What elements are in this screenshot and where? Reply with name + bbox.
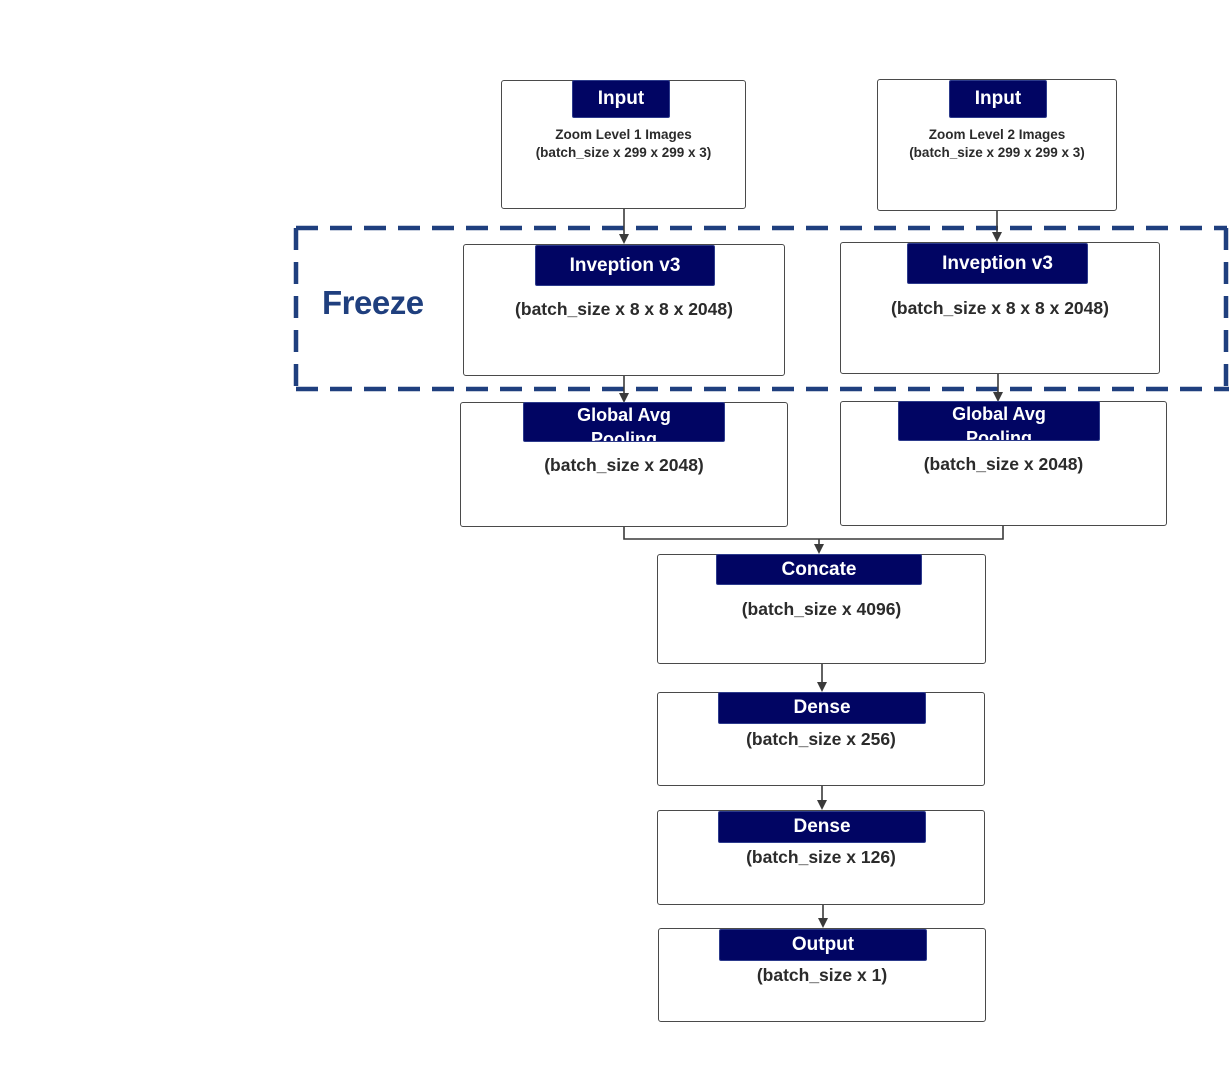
inception-node-header: Inveption v3 (535, 245, 715, 286)
dense-node-126: Dense (batch_size x 126) (657, 810, 985, 905)
pooling-node-header: Global Avg Pooling (523, 402, 725, 442)
output-node: Output (batch_size x 1) (658, 928, 986, 1022)
input-node-description: Zoom Level 2 Images (928, 127, 1066, 142)
output-node-shape: (batch_size x 1) (756, 965, 888, 985)
inception-node-shape: (batch_size x 8 x 8 x 2048) (515, 299, 733, 319)
wire-gap1-to-concat (623, 525, 1004, 540)
input-node-shape: (batch_size x 299 x 299 x 3) (909, 145, 1085, 160)
output-node-header: Output (719, 929, 927, 961)
dense-node-header: Dense (718, 692, 926, 724)
inception-node-1: Inveption v3 (batch_size x 8 x 8 x 2048) (463, 244, 785, 376)
input-node-description: Zoom Level 1 Images (555, 127, 692, 142)
global-avg-pooling-node-1: Global Avg Pooling (batch_size x 2048) (460, 402, 788, 527)
inception-node-2: Inveption v3 (batch_size x 8 x 8 x 2048) (840, 242, 1160, 374)
global-avg-pooling-node-2: Global Avg Pooling (batch_size x 2048) (840, 401, 1167, 526)
dense-node-shape: (batch_size x 256) (746, 729, 896, 749)
inception-node-shape: (batch_size x 8 x 8 x 2048) (891, 298, 1109, 318)
pooling-node-shape: (batch_size x 2048) (923, 454, 1084, 474)
concate-node: Concate (batch_size x 4096) (657, 554, 986, 664)
input-node-header: Input (949, 80, 1047, 118)
dense-node-shape: (batch_size x 126) (746, 847, 896, 867)
inception-node-header: Inveption v3 (907, 243, 1088, 284)
input-node-zoom-2: Input Zoom Level 2 Images (batch_size x … (877, 79, 1117, 211)
concate-node-shape: (batch_size x 4096) (741, 599, 902, 619)
input-node-shape: (batch_size x 299 x 299 x 3) (535, 145, 712, 160)
concate-node-header: Concate (716, 554, 922, 585)
pooling-node-shape: (batch_size x 2048) (544, 455, 704, 475)
pooling-node-header: Global Avg Pooling (898, 401, 1100, 441)
input-node-zoom-1: Input Zoom Level 1 Images (batch_size x … (501, 80, 746, 209)
input-node-header: Input (572, 80, 670, 118)
dense-node-256: Dense (batch_size x 256) (657, 692, 985, 786)
freeze-label: Freeze (322, 284, 424, 321)
dense-node-header: Dense (718, 811, 926, 843)
